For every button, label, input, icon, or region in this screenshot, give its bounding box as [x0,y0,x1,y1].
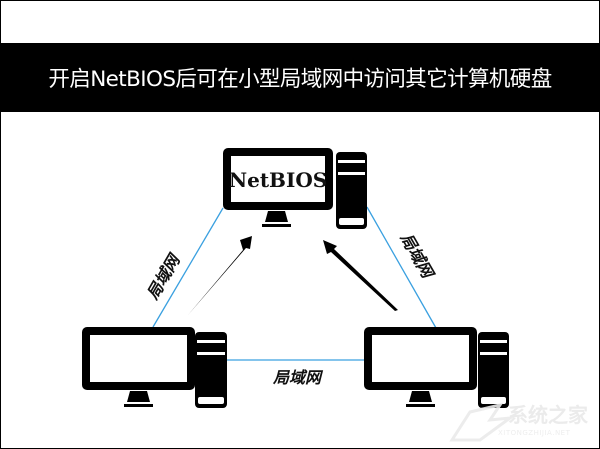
computer-bottom-right [364,327,509,408]
monitor-stand [409,391,432,402]
tower-bay-2 [338,172,365,175]
monitor-base [124,404,153,407]
computer-top: NetBIOS [223,148,367,229]
watermark: 系统之家 XITONGZHIJIA.NET [449,402,589,442]
lan-label-left: 局域网 [143,249,185,304]
lan-label-bottom: 局域网 [272,368,324,387]
monitor-stand [127,391,150,402]
watermark-house-icon [449,402,516,442]
monitor-base [406,404,435,407]
monitor-screen [90,335,187,382]
tower-bottom [339,218,364,225]
link-top-to-right [366,206,437,329]
monitor-stand [265,211,288,222]
watermark-subtext: XITONGZHIJIA.NET [498,429,571,437]
monitor-screen [231,156,325,202]
computer-bottom-left [82,327,227,408]
diagram-title: 开启NetBIOS后可在小型局域网中访问其它计算机硬盘 [48,67,552,92]
arrow-top-to-right-icon [323,240,398,311]
tower-bay-2 [197,352,225,355]
monitor-base [262,224,291,227]
watermark-text: 系统之家 [508,403,589,427]
link-top-to-left [152,207,224,328]
tower-bottom [198,397,224,404]
tower-bay-1 [197,340,225,343]
tower [336,152,367,229]
tower-bay-2 [480,352,507,355]
lan-links [152,206,437,361]
tower-bay-1 [338,160,365,163]
access-arrows [188,236,398,315]
tower-bottom [481,397,506,404]
title-banner: 开启NetBIOS后可在小型局域网中访问其它计算机硬盘 [1,43,599,112]
lan-label-right: 局域网 [396,229,438,284]
tower-bay-1 [480,340,507,343]
tower [195,332,227,408]
netbios-label: NetBIOS [229,168,327,192]
tower [478,332,509,408]
arrow-left-to-top-icon [188,236,252,315]
monitor-screen [372,335,469,382]
